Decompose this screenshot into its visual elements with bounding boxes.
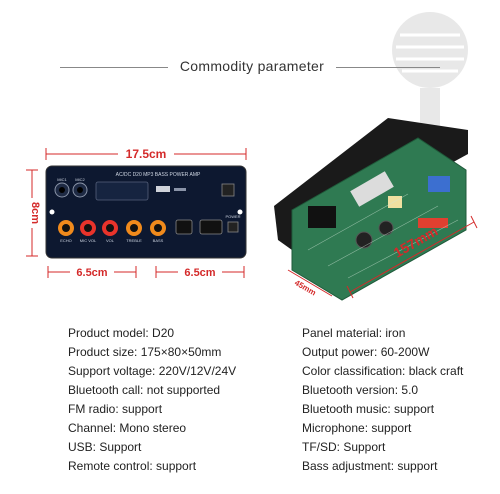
spacing-right-label: 6.5cm: [184, 267, 215, 279]
header-rule-right: [336, 67, 440, 68]
spec-bluetooth-music: Bluetooth music: support: [302, 402, 435, 416]
terminal-block: [418, 218, 448, 228]
width-label: 17.5cm: [126, 147, 167, 161]
spec-remote-control: Remote control: support: [68, 459, 197, 473]
display-window: [95, 181, 149, 201]
width-dimension: 17.5cm: [45, 145, 247, 161]
usb-port: [156, 186, 170, 192]
jack-label-1: MIC1: [57, 177, 67, 182]
spec-product-size: Product size: 175×80×50mm: [68, 345, 222, 359]
relay-component: [388, 196, 402, 208]
mic-jack-1: [54, 182, 70, 198]
spec-bluetooth-version: Bluetooth version: 5.0: [302, 383, 419, 397]
height-label: 8cm: [29, 202, 41, 224]
front-panel-diagram: 17.5cm 8cm AC/DC D20 MP3 BASS POWER AMP …: [24, 145, 247, 280]
spec-panel-material: Panel material: iron: [302, 326, 406, 340]
knob-label-echo: ECHO: [60, 238, 72, 243]
spec-support-voltage: Support voltage: 220V/12V/24V: [68, 364, 237, 378]
power-switch: [221, 183, 235, 197]
fuse-switch: [227, 221, 239, 233]
jack-label-2: MIC2: [75, 177, 85, 182]
knob-label-treble: TREBLE: [126, 238, 142, 243]
panel-title: AC/DC D20 MP3 BASS POWER AMP: [116, 172, 201, 178]
height-dimension: 8cm: [24, 169, 41, 257]
knob-label-mic-vol: MIC VOL: [80, 238, 97, 243]
spec-channel: Channel: Mono stereo: [68, 421, 187, 435]
knob-bass: [150, 220, 166, 236]
section-header: Commodity parameter: [0, 56, 500, 80]
pcb-traces: [307, 193, 459, 279]
spec-usb: USB: Support: [68, 440, 142, 454]
transformer-block: [308, 206, 336, 228]
spec-bluetooth-call: Bluetooth call: not supported: [68, 383, 221, 397]
power-label: POWER: [225, 214, 240, 219]
screw-hole-left: [49, 209, 55, 215]
knob-mic-vol: [80, 220, 96, 236]
knob-treble: [126, 220, 142, 236]
sd-slot: [174, 188, 186, 191]
spec-fm-radio: FM radio: support: [68, 402, 163, 416]
mic-jack-2: [72, 182, 88, 198]
pcb-side-diagram: 157mm 45mm: [274, 118, 478, 301]
microphone-decoration-icon: [392, 12, 468, 138]
page-title: Commodity parameter: [179, 58, 325, 74]
spec-product-model: Product model: D20: [68, 326, 175, 340]
spacing-dimension-left: 6.5cm: [47, 264, 137, 280]
heatsink: [350, 171, 394, 207]
spacing-dimension-right: 6.5cm: [155, 264, 245, 280]
screw-hole-right: [237, 209, 243, 215]
spec-tf-sd: TF/SD: Support: [302, 440, 386, 454]
spec-output-power: Output power: 60-200W: [302, 345, 430, 359]
ac-power-socket: [199, 219, 223, 235]
knob-vol: [102, 220, 118, 236]
spec-microphone: Microphone: support: [302, 421, 412, 435]
header-rule-left: [60, 67, 168, 68]
knob-label-bass: BASS: [153, 238, 164, 243]
circuit-board: [291, 137, 467, 301]
capacitor-1: [355, 231, 373, 249]
bluetooth-module: [428, 176, 450, 192]
spacing-left-label: 6.5cm: [76, 267, 107, 279]
dc-power-socket: [175, 219, 193, 235]
spec-bass-adjustment: Bass adjustment: support: [302, 459, 438, 473]
spec-color-classification: Color classification: black craft: [302, 364, 464, 378]
knob-label-vol: VOL: [106, 238, 115, 243]
capacitor-2: [378, 220, 394, 236]
knob-echo: [58, 220, 74, 236]
